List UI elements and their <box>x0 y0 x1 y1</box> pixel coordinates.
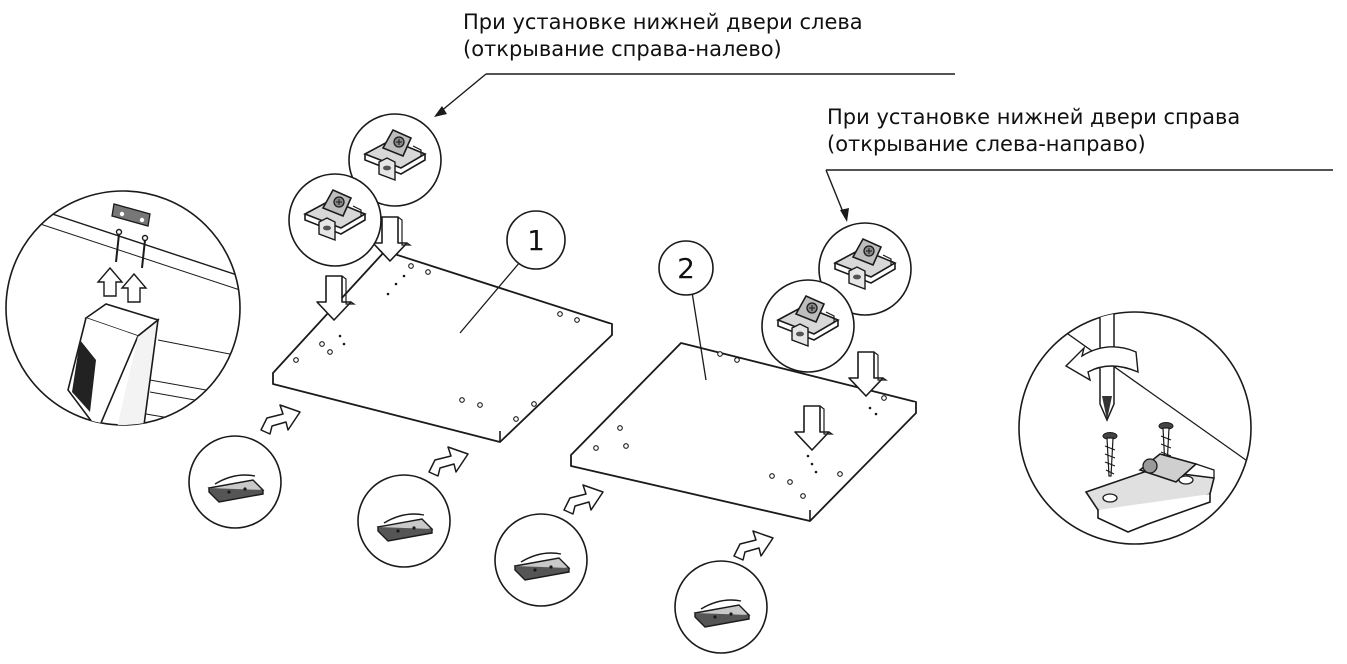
panel-1: 1 <box>272 210 613 443</box>
caption-right-door: При установке нижней двери справа (откры… <box>827 104 1240 158</box>
caption-right-line1: При установке нижней двери справа <box>827 105 1241 129</box>
panel-1-holes <box>293 263 580 422</box>
bumper-pad-icon <box>188 435 768 654</box>
panel-2-holes <box>593 351 887 499</box>
caption-left-line1: При установке нижней двери слева <box>463 10 863 34</box>
hinge-mounting-plate-icon <box>1084 453 1215 533</box>
callout-1-label: 1 <box>527 224 545 257</box>
leader-right <box>825 169 1333 222</box>
detail-circle-pins <box>5 190 241 426</box>
insert-arrow-icon <box>260 404 774 561</box>
callout-2-label: 2 <box>677 252 695 285</box>
screwdriver-icon <box>1064 312 1139 422</box>
caption-left-door: При установке нижней двери слева (открыв… <box>463 9 863 63</box>
hinge-mounting-plate-icon <box>288 113 442 267</box>
leader-left <box>434 73 955 117</box>
hinge-mounting-plate-icon <box>761 222 912 373</box>
detail-circle-screwing <box>1018 311 1252 545</box>
caption-left-line2: (открывание справа-налево) <box>463 37 782 61</box>
caption-right-line2: (открывание слева-направо) <box>827 132 1146 156</box>
